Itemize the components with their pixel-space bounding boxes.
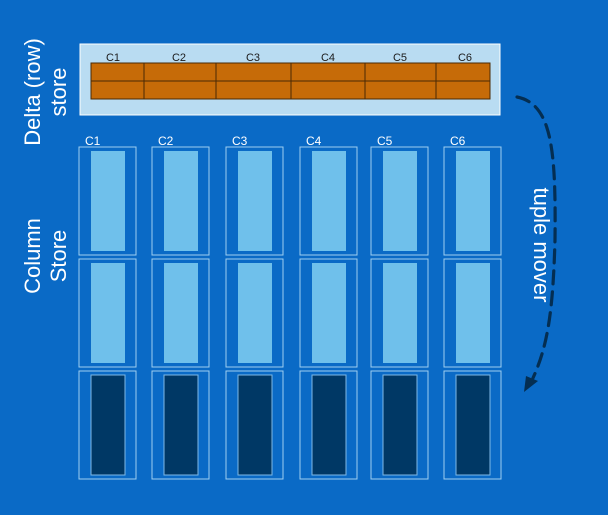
delta-column-header: C5	[393, 52, 407, 64]
column-segment-frame	[151, 258, 210, 368]
column-segment-frame	[225, 370, 284, 480]
column-store-column-header: C1	[85, 134, 101, 148]
tuple-mover-label: tuple mover	[529, 187, 554, 303]
delta-row-cell	[215, 80, 292, 100]
delta-row-cell	[364, 80, 437, 100]
column-segment	[238, 151, 272, 251]
column-segment-frame	[299, 258, 358, 368]
delta-row-cell	[290, 80, 366, 100]
compressed-segment	[311, 374, 347, 476]
column-store-column-header: C4	[306, 134, 322, 148]
delta-row-cell	[90, 80, 145, 100]
column-segment-frame	[370, 370, 429, 480]
column-segment-frame	[151, 146, 210, 256]
column-segment-frame	[370, 146, 429, 256]
column-store-column-headers: C1 C2 C3 C4 C5 C6	[85, 134, 466, 148]
column-segment	[383, 263, 417, 363]
delta-row-cell	[215, 62, 292, 82]
column-segment-frame	[443, 146, 502, 256]
column-segment-frame	[443, 258, 502, 368]
column-segment	[91, 151, 125, 251]
column-segment-frame	[443, 370, 502, 480]
column-segment	[164, 263, 198, 363]
column-segment	[312, 263, 346, 363]
delta-column-header: C4	[321, 52, 335, 64]
column-segment	[91, 263, 125, 363]
column-segment-frame	[78, 370, 137, 480]
column-segment	[312, 151, 346, 251]
column-store-column-header: C6	[450, 134, 466, 148]
column-segment	[456, 263, 490, 363]
delta-store-rows	[90, 62, 491, 100]
tuple-mover-arrowhead	[524, 376, 538, 392]
compressed-segment	[90, 374, 126, 476]
compressed-segment	[455, 374, 491, 476]
column-segment-frame	[225, 258, 284, 368]
delta-row-cell	[143, 80, 217, 100]
column-segment-frame	[151, 370, 210, 480]
delta-row-cell	[435, 80, 491, 100]
delta-row-cell	[435, 62, 491, 82]
column-segment	[456, 151, 490, 251]
compressed-segment	[237, 374, 273, 476]
column-segment-frame	[299, 146, 358, 256]
tuple-mover-arrow	[515, 95, 557, 380]
delta-store-column-headers: C1 C2 C3 C4 C5 C6	[106, 52, 472, 64]
delta-column-header: C6	[458, 52, 472, 64]
column-segment-frame	[78, 146, 137, 256]
column-store-column-header: C2	[158, 134, 174, 148]
delta-row-cell	[364, 62, 437, 82]
column-segment	[238, 263, 272, 363]
column-segment-frame	[225, 146, 284, 256]
compressed-segment	[163, 374, 199, 476]
delta-column-header: C3	[246, 52, 260, 64]
column-segment	[383, 151, 417, 251]
delta-column-header: C1	[106, 52, 120, 64]
column-store-column-header: C5	[377, 134, 393, 148]
delta-row-cell	[143, 62, 217, 82]
column-segment	[164, 151, 198, 251]
delta-store-label: Delta (row) store	[20, 38, 71, 146]
column-segment-frame	[370, 258, 429, 368]
column-store-column-header: C3	[232, 134, 248, 148]
delta-column-header: C2	[172, 52, 186, 64]
column-segment-frame	[299, 370, 358, 480]
column-store-label: Column Store	[20, 218, 71, 294]
compressed-segment	[382, 374, 418, 476]
column-store-segments	[78, 146, 502, 480]
column-segment-frame	[78, 258, 137, 368]
delta-row-cell	[290, 62, 366, 82]
delta-row-cell	[90, 62, 145, 82]
